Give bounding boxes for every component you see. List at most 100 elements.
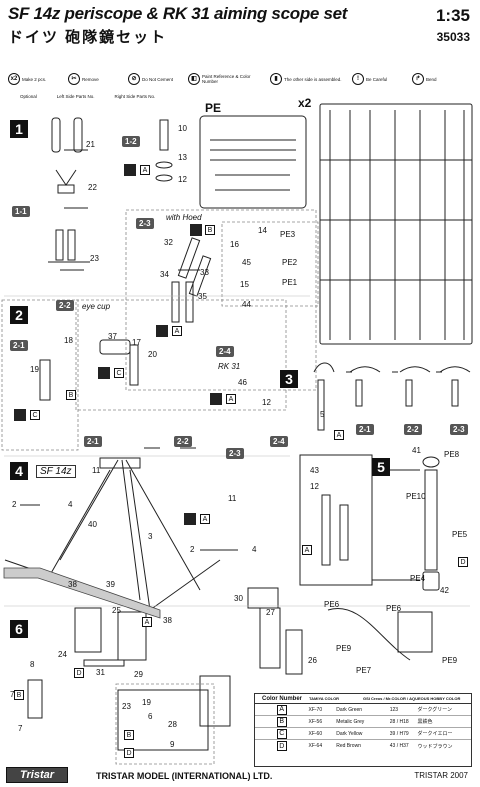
color-a-box: A xyxy=(302,545,312,555)
part-39: 39 xyxy=(106,580,115,589)
color-b-box: B xyxy=(66,390,76,400)
part-42: 42 xyxy=(440,586,449,595)
optional-label: Optional xyxy=(20,94,37,99)
part-30: 30 xyxy=(234,594,243,603)
part-27: 27 xyxy=(266,608,275,617)
left-side-label: Left Side Parts No. xyxy=(56,94,95,99)
part-11b: 11 xyxy=(228,494,237,503)
part-23: 23 xyxy=(90,254,99,263)
step-2-3-label: 2-3 xyxy=(136,218,154,229)
color-c-box: C xyxy=(30,410,40,420)
part-45: 45 xyxy=(242,258,251,267)
part-46: 46 xyxy=(238,378,247,387)
color-c-box: C xyxy=(114,368,124,378)
ref-2-3-b: 2-3 xyxy=(226,448,244,459)
part-18: 18 xyxy=(64,336,73,345)
part-2b: 2 xyxy=(190,545,195,554)
part-10: 10 xyxy=(178,124,187,133)
pe-label: PE xyxy=(205,101,222,115)
kit-title-jp: ドイツ 砲隊鏡セット xyxy=(8,29,168,46)
part-4: 4 xyxy=(68,500,73,509)
part-19b: 19 xyxy=(142,698,151,707)
step-2-1-label: 2-1 xyxy=(10,340,28,351)
part-16: 16 xyxy=(230,240,239,249)
color-d-box: D xyxy=(124,748,134,758)
step-2-number: 2 xyxy=(10,306,28,324)
legend-item: ▮The other side is assembled. xyxy=(270,68,348,90)
color-b-box: B xyxy=(124,730,134,740)
scale-label: 1:35 xyxy=(435,6,470,25)
part-11: 11 xyxy=(92,466,101,475)
part-5: 5 xyxy=(320,410,325,419)
part-32: 32 xyxy=(164,238,173,247)
color-b-box: B xyxy=(14,690,24,700)
step-2-4-label: 2-4 xyxy=(216,346,234,357)
part-13: 13 xyxy=(178,153,187,162)
company-name: TRISTAR MODEL (INTERNATIONAL) LTD. xyxy=(96,771,273,781)
paint-ref-icon xyxy=(210,393,222,405)
ref-2-1-b: 2-1 xyxy=(84,436,102,447)
part-26: 26 xyxy=(308,656,317,665)
part-3: 3 xyxy=(148,532,153,541)
legend-item: ✂Remove xyxy=(68,68,124,90)
part-2: 2 xyxy=(12,500,17,509)
ref-2-1: 2-1 xyxy=(356,424,374,435)
paint-ref-icon xyxy=(156,325,168,337)
step-5-number: 5 xyxy=(372,458,390,476)
color-a-box: A xyxy=(140,165,150,175)
kit-title: SF 14z periscope & RK 31 aiming scope se… xyxy=(8,4,348,23)
careful-icon: ! xyxy=(352,73,364,85)
ref-2-3: 2-3 xyxy=(450,424,468,435)
times-two-label: x2 xyxy=(298,96,312,110)
copyright-year: TRISTAR 2007 xyxy=(414,771,468,780)
part-35: 35 xyxy=(198,292,207,301)
eye-cup-label: eye cup xyxy=(82,302,111,311)
part-31: 31 xyxy=(96,668,105,677)
legend-item: !Be Careful xyxy=(352,68,408,90)
part-9: 9 xyxy=(170,740,175,749)
part-24: 24 xyxy=(58,650,67,659)
step-4-number: 4 xyxy=(10,462,28,480)
brand-logo: Tristar xyxy=(6,767,68,783)
paint-ref-icon xyxy=(190,224,202,236)
color-a-box: A xyxy=(200,514,210,524)
part-20: 20 xyxy=(148,350,157,359)
step-6-number: 6 xyxy=(10,620,28,638)
part-12c: 12 xyxy=(310,482,319,491)
part-25: 25 xyxy=(112,606,121,615)
part-pe1: PE1 xyxy=(282,278,298,287)
legend-item: ↱Bend xyxy=(412,68,468,90)
part-pe7: PE7 xyxy=(356,666,372,675)
part-7b: 7 xyxy=(18,724,23,733)
kit-code: 35033 xyxy=(436,30,470,44)
legend-secondary: Optional Left Side Parts No. Right Side … xyxy=(20,94,155,99)
part-4b: 4 xyxy=(252,545,257,554)
legend-item: ◧Paint Reference & Color Number xyxy=(188,68,266,90)
part-33: 33 xyxy=(200,268,209,277)
part-pe6b: PE6 xyxy=(386,604,402,613)
color-a-box: A xyxy=(142,617,152,627)
part-34: 34 xyxy=(160,270,169,279)
ref-2-2-b: 2-2 xyxy=(174,436,192,447)
part-38b: 38 xyxy=(163,616,172,625)
color-b-box: B xyxy=(205,225,215,235)
part-pe4: PE4 xyxy=(410,574,426,583)
part-pe10: PE10 xyxy=(406,492,426,501)
part-12: 12 xyxy=(178,175,187,184)
paint-ref-icon xyxy=(14,409,26,421)
color-table-header: Color Number TAMIYA COLOR GSI Creos / Mr… xyxy=(255,694,471,704)
part-19: 19 xyxy=(30,365,39,374)
part-pe8: PE8 xyxy=(444,450,460,459)
part-37: 37 xyxy=(108,332,117,341)
color-a-box: A xyxy=(172,326,182,336)
right-side-label: Right Side Parts No. xyxy=(114,94,156,99)
assembled-icon: ▮ xyxy=(270,73,282,85)
part-8: 8 xyxy=(30,660,35,669)
part-6: 6 xyxy=(148,712,153,721)
part-pe2: PE2 xyxy=(282,258,298,267)
